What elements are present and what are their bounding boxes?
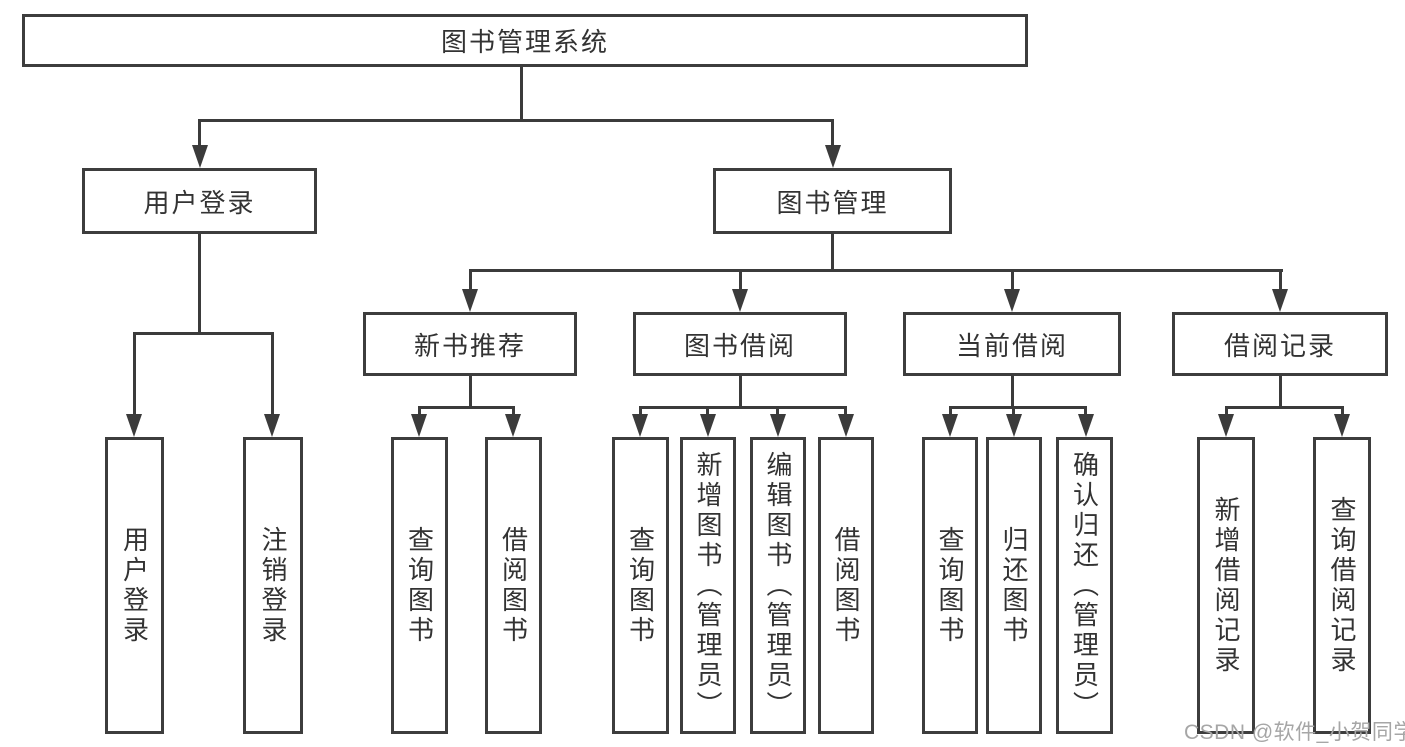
connector-root-stem xyxy=(520,66,523,121)
connector-borrow-drop-1 xyxy=(639,406,642,418)
connector-root-drop-right xyxy=(831,119,834,148)
connector-bookmgmt-drop-1 xyxy=(469,269,472,294)
arrow-down-cb-search xyxy=(942,414,958,437)
connector-records-stem xyxy=(1279,374,1282,409)
connector-bookmgmt-drop-4 xyxy=(1279,269,1282,294)
leaf-logout: 注销登录 xyxy=(243,437,303,734)
arrow-down-new-books xyxy=(462,289,478,312)
leaf-user-login: 用户登录 xyxy=(105,437,164,734)
leaf-bb-add-books: 新增图书（管理员） xyxy=(680,437,736,734)
node-borrow-records-label: 借阅记录 xyxy=(1223,330,1336,361)
arrow-down-bb-edit xyxy=(770,414,786,437)
connector-current-stem xyxy=(1011,374,1014,409)
connector-records-bar xyxy=(1225,406,1344,409)
connector-bookmgmt-drop-2 xyxy=(739,269,742,294)
leaf-user-login-label: 用户登录 xyxy=(119,525,150,646)
leaf-cb-confirm-return: 确认归还（管理员） xyxy=(1056,437,1113,734)
arrow-down-book-borrow xyxy=(732,289,748,312)
arrow-down-book-mgmt xyxy=(825,145,841,168)
connector-root-bar xyxy=(198,119,834,122)
connector-userlogin-bar xyxy=(133,332,274,335)
leaf-br-search-record-label: 查询借阅记录 xyxy=(1327,495,1357,676)
leaf-br-add-record: 新增借阅记录 xyxy=(1197,437,1255,734)
leaf-logout-label: 注销登录 xyxy=(258,525,288,646)
leaf-bb-borrow-books: 借阅图书 xyxy=(818,437,874,734)
arrow-down-bb-search xyxy=(632,414,648,437)
node-user-login-label: 用户登录 xyxy=(143,187,256,218)
connector-root-drop-left xyxy=(198,119,201,148)
connector-bookmgmt-drop-3 xyxy=(1011,269,1014,294)
node-user-login: 用户登录 xyxy=(82,168,317,234)
node-book-mgmt-label: 图书管理 xyxy=(776,187,889,218)
arrow-down-nb-search xyxy=(411,414,427,437)
arrow-down-br-add xyxy=(1218,414,1234,437)
node-book-mgmt: 图书管理 xyxy=(713,168,952,234)
connector-current-bar xyxy=(949,406,1087,409)
connector-newbooks-drop-1 xyxy=(418,406,421,418)
leaf-bb-edit-books-label: 编辑图书（管理员） xyxy=(763,450,793,721)
node-book-borrow-label: 图书借阅 xyxy=(683,330,796,361)
connector-borrow-drop-3 xyxy=(776,406,779,418)
connector-borrow-drop-4 xyxy=(844,406,847,418)
arrow-down-user-login xyxy=(192,145,208,168)
connector-borrow-bar xyxy=(639,406,847,409)
leaf-cb-return-books-label: 归还图书 xyxy=(999,525,1029,646)
leaf-nb-borrow-books-label: 借阅图书 xyxy=(498,525,529,646)
node-root-system: 图书管理系统 xyxy=(22,14,1028,67)
csdn-watermark: CSDN @软件_小贺同学 xyxy=(1184,721,1405,744)
leaf-nb-borrow-books: 借阅图书 xyxy=(485,437,542,734)
node-root-label: 图书管理系统 xyxy=(440,27,609,57)
connector-current-drop-3 xyxy=(1084,406,1087,418)
node-book-borrow: 图书借阅 xyxy=(633,312,847,376)
arrow-down-cb-return xyxy=(1006,414,1022,437)
connector-bookmgmt-stem xyxy=(831,232,834,272)
arrow-down-leaf-logout xyxy=(264,414,280,437)
leaf-nb-search-books-label: 查询图书 xyxy=(404,525,435,646)
leaf-cb-return-books: 归还图书 xyxy=(986,437,1042,734)
arrow-down-br-search xyxy=(1334,414,1350,437)
leaf-nb-search-books: 查询图书 xyxy=(391,437,448,734)
leaf-bb-edit-books: 编辑图书（管理员） xyxy=(750,437,806,734)
leaf-br-search-record: 查询借阅记录 xyxy=(1313,437,1371,734)
node-new-books-label: 新书推荐 xyxy=(413,330,526,361)
arrow-down-borrow-records xyxy=(1272,289,1288,312)
connector-records-drop-2 xyxy=(1341,406,1344,418)
leaf-bb-search-books: 查询图书 xyxy=(612,437,669,734)
node-new-books: 新书推荐 xyxy=(363,312,577,376)
node-current-borrow: 当前借阅 xyxy=(903,312,1121,376)
arrow-down-bb-borrow xyxy=(838,414,854,437)
connector-current-drop-1 xyxy=(949,406,952,418)
arrow-down-cb-confirm xyxy=(1078,414,1094,437)
connector-newbooks-drop-2 xyxy=(512,406,515,418)
connector-bookmgmt-bar xyxy=(469,269,1283,272)
connector-borrow-drop-2 xyxy=(706,406,709,418)
connector-current-drop-2 xyxy=(1012,406,1015,418)
leaf-cb-confirm-return-label: 确认归还（管理员） xyxy=(1069,450,1100,721)
connector-borrow-stem xyxy=(739,374,742,409)
connector-newbooks-stem xyxy=(469,374,472,409)
arrow-down-current-borrow xyxy=(1004,289,1020,312)
arrow-down-nb-borrow xyxy=(505,414,521,437)
arrow-down-bb-add xyxy=(700,414,716,437)
leaf-cb-search-books-label: 查询图书 xyxy=(935,525,965,646)
connector-records-drop-1 xyxy=(1225,406,1228,418)
leaf-bb-add-books-label: 新增图书（管理员） xyxy=(693,450,723,721)
connector-userlogin-drop-2 xyxy=(271,332,274,416)
connector-userlogin-drop-1 xyxy=(133,332,136,416)
leaf-bb-search-books-label: 查询图书 xyxy=(625,525,656,646)
connector-newbooks-bar xyxy=(418,406,515,409)
leaf-cb-search-books: 查询图书 xyxy=(922,437,978,734)
node-borrow-records: 借阅记录 xyxy=(1172,312,1388,376)
arrow-down-leaf-user-login xyxy=(126,414,142,437)
connector-userlogin-stem xyxy=(198,232,201,335)
node-current-borrow-label: 当前借阅 xyxy=(955,330,1068,361)
leaf-br-add-record-label: 新增借阅记录 xyxy=(1211,495,1241,676)
leaf-bb-borrow-books-label: 借阅图书 xyxy=(831,525,861,646)
